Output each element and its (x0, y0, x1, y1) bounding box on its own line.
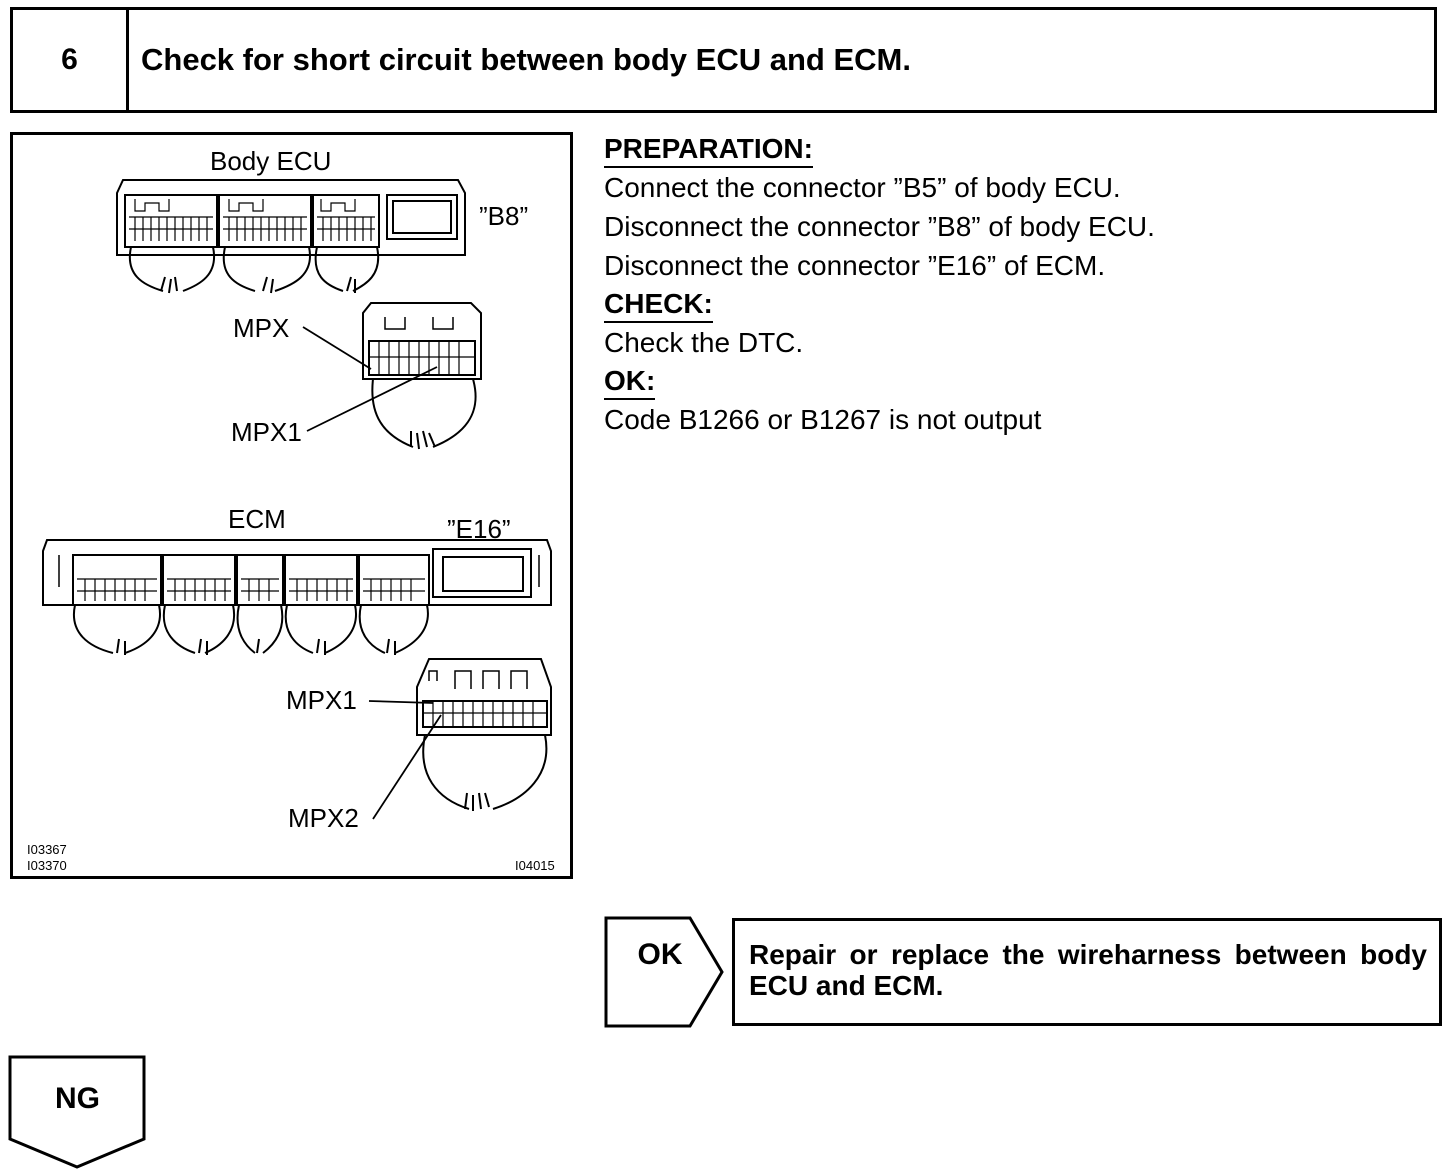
ok-criteria-line: Code B1266 or B1267 is not output (604, 404, 1042, 435)
ng-result-label: NG (55, 1082, 100, 1115)
step-header: 6 Check for short circuit between body E… (10, 7, 1437, 113)
body-ecu-connector-drawing (116, 179, 466, 294)
ok-action-box: Repair or replace the wireharness betwee… (732, 918, 1442, 1026)
e16-connector-label: ”E16” (447, 514, 511, 544)
ok-result-label: OK (637, 938, 683, 971)
ecm-label: ECM (228, 504, 286, 534)
step-title: Check for short circuit between body ECU… (141, 42, 911, 77)
ng-arrow-icon (8, 1055, 146, 1169)
check-heading: CHECK: (604, 287, 713, 323)
ok-criteria-heading: OK: (604, 364, 656, 400)
ecm-mpx-connector-drawing (368, 658, 552, 820)
mpx-label: MPX (233, 313, 290, 343)
body-ecu-label: Body ECU (210, 146, 332, 176)
mpx-connector-drawing (302, 302, 482, 450)
step-number: 6 (13, 10, 129, 110)
procedure: PREPARATION: Connect the connector ”B5” … (604, 130, 1434, 439)
mpx1-lower-label: MPX1 (286, 685, 357, 715)
preparation-line: Disconnect the connector ”B8” of body EC… (604, 211, 1155, 242)
mpx1-upper-label: MPX1 (231, 417, 302, 447)
preparation-heading: PREPARATION: (604, 132, 813, 168)
figure-code-3: I04015 (515, 858, 555, 873)
connector-drawing (42, 179, 552, 820)
check-line: Check the DTC. (604, 327, 804, 358)
mpx2-label: MPX2 (288, 803, 359, 833)
figure-code-1: I03367 (27, 842, 67, 857)
b8-connector-label: ”B8” (479, 201, 529, 231)
ok-arrow-icon (604, 916, 724, 1028)
ecm-connector-drawing (42, 539, 552, 655)
figure-code-2: I03370 (27, 858, 67, 873)
preparation-line: Disconnect the connector ”E16” of ECM. (604, 250, 1106, 281)
connector-illustration: Body ECU ”B8” MPX MPX1 ECM ”E16” MPX1 MP… (10, 132, 573, 879)
preparation-line: Connect the connector ”B5” of body ECU. (604, 172, 1121, 203)
